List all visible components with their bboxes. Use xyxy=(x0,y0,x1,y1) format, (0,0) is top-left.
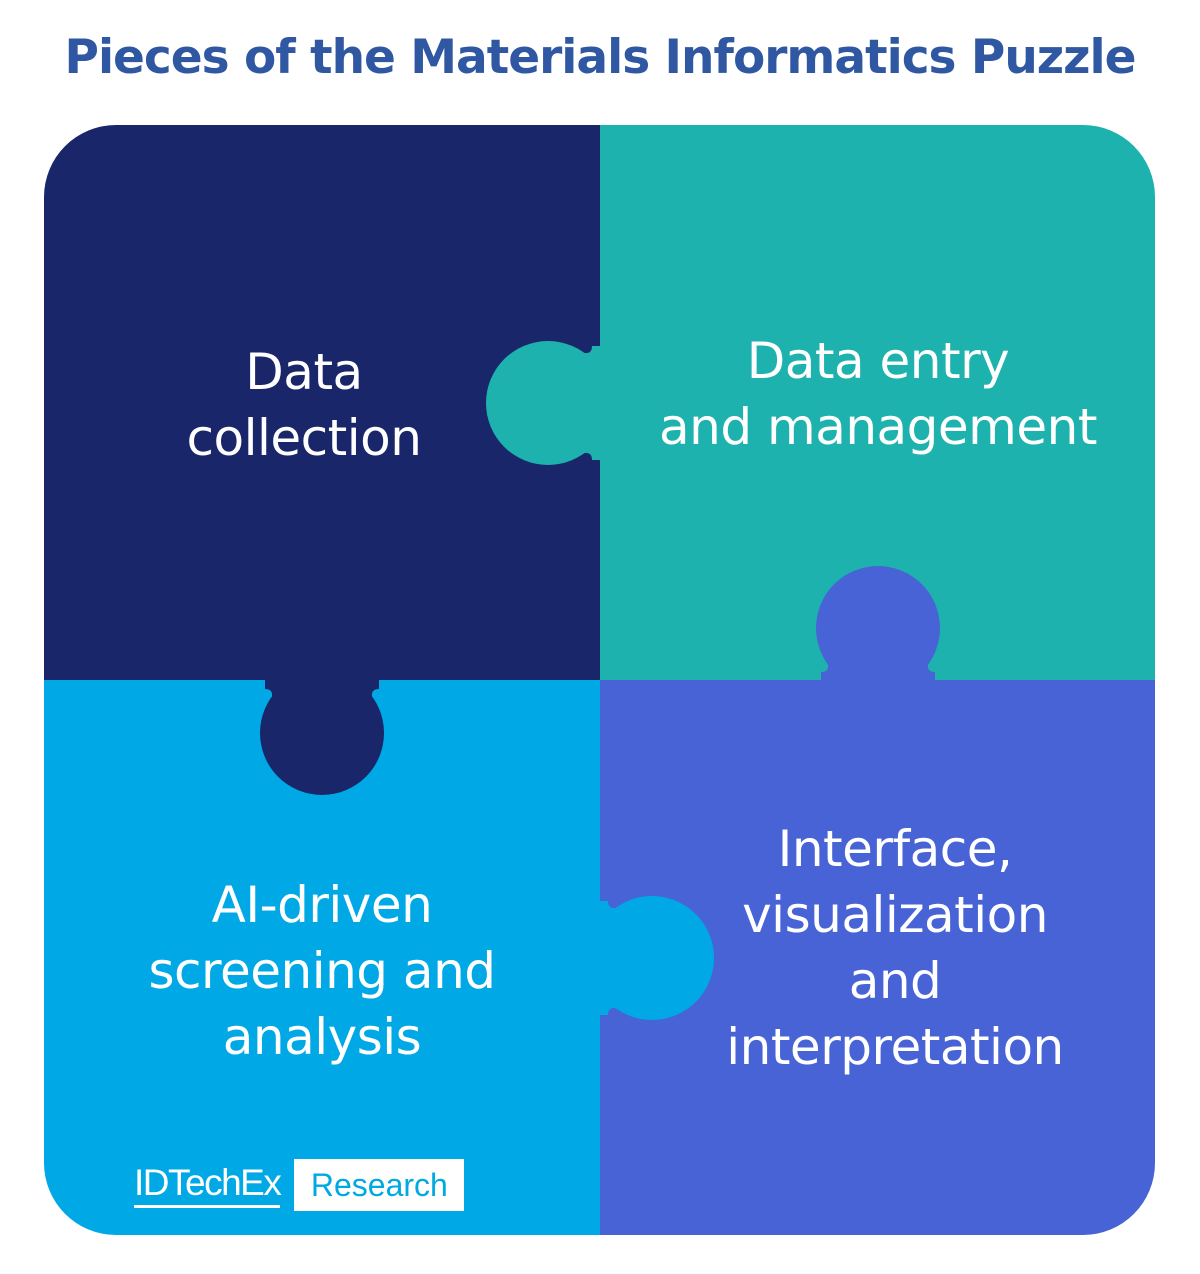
label-line: Data xyxy=(245,343,363,401)
label-line: analysis xyxy=(222,1008,422,1066)
tab-top-right xyxy=(486,341,610,465)
logo-brand: IDTechEx xyxy=(134,1162,282,1208)
label-line: interpretation xyxy=(726,1018,1064,1076)
idtechex-logo: IDTechEx Research xyxy=(134,1159,465,1211)
tab-bottom-right xyxy=(816,566,940,690)
label-data-entry: Data entry and management xyxy=(628,328,1128,460)
label-ai-screening: AI-driven screening and analysis xyxy=(112,872,532,1070)
tab-bottom-left xyxy=(590,896,714,1020)
label-data-collection: Data collection xyxy=(104,339,504,471)
logo-tag: Research xyxy=(294,1159,465,1211)
label-line: AI-driven xyxy=(211,876,433,934)
label-line: Interface, xyxy=(777,820,1013,878)
label-line: and management xyxy=(659,398,1097,456)
label-interface: Interface, visualization and interpretat… xyxy=(695,816,1095,1080)
label-line: collection xyxy=(186,409,422,467)
label-line: and xyxy=(848,952,942,1010)
label-line: screening and xyxy=(148,942,497,1000)
tab-top-left xyxy=(260,671,384,795)
page-title: Pieces of the Materials Informatics Puzz… xyxy=(64,30,1137,85)
label-line: Data entry xyxy=(746,332,1010,390)
label-line: visualization xyxy=(742,886,1048,944)
